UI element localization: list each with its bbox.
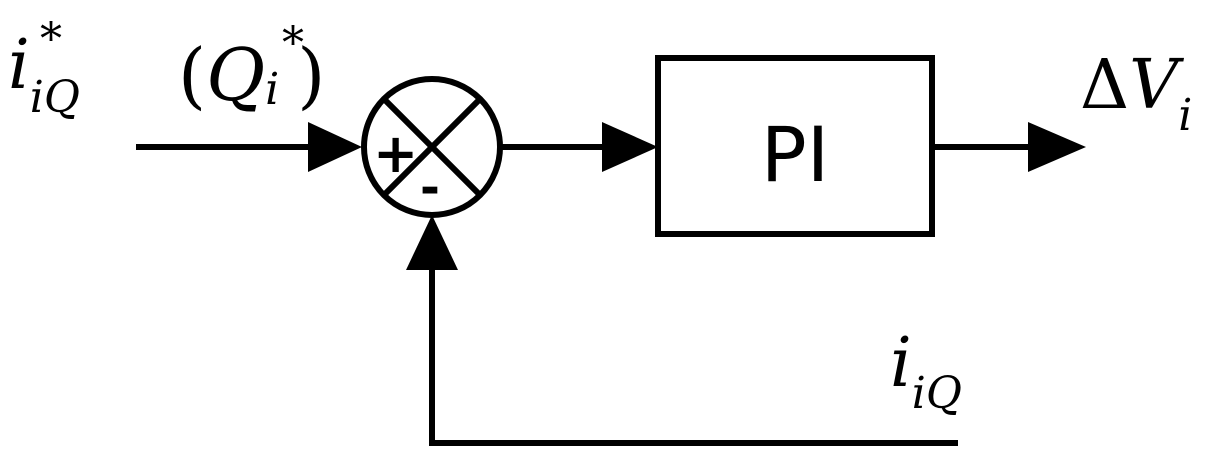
feedback-label: iiQ — [890, 324, 962, 419]
feedback-wire — [429, 248, 958, 446]
input-superscript: * — [40, 14, 62, 65]
feedback-symbol: i — [890, 324, 912, 403]
alt-input-close-paren: ) — [297, 33, 325, 117]
feedback-arrowhead — [406, 215, 458, 270]
alt-input-superscript: * — [282, 18, 304, 69]
alt-input-symbol: Q — [206, 33, 265, 117]
input-arrowhead — [308, 122, 362, 172]
alt-input-label: (Qi) — [178, 33, 325, 117]
summing-junction-cross-b — [381, 96, 483, 198]
pi-block-label: PI — [761, 110, 829, 199]
minus-sign: - — [420, 160, 440, 216]
summing-junction: + - — [361, 76, 503, 218]
pi-block: PI — [655, 55, 935, 237]
output-arrowhead — [1028, 122, 1086, 172]
output-symbol: V — [1129, 46, 1184, 125]
input-symbol: i — [8, 26, 30, 105]
feedback-subscript: iQ — [912, 368, 962, 419]
input-subscript: iQ — [30, 72, 80, 123]
output-subscript: i — [1178, 90, 1192, 141]
output-delta: Δ — [1080, 46, 1129, 125]
alt-input-open-paren: ( — [178, 33, 206, 117]
input-label: iiQ — [8, 26, 80, 123]
alt-input-subscript: i — [265, 64, 279, 115]
plus-sign: + — [373, 122, 418, 185]
output-label: ΔVi — [1080, 46, 1192, 141]
error-arrowhead — [602, 122, 658, 172]
